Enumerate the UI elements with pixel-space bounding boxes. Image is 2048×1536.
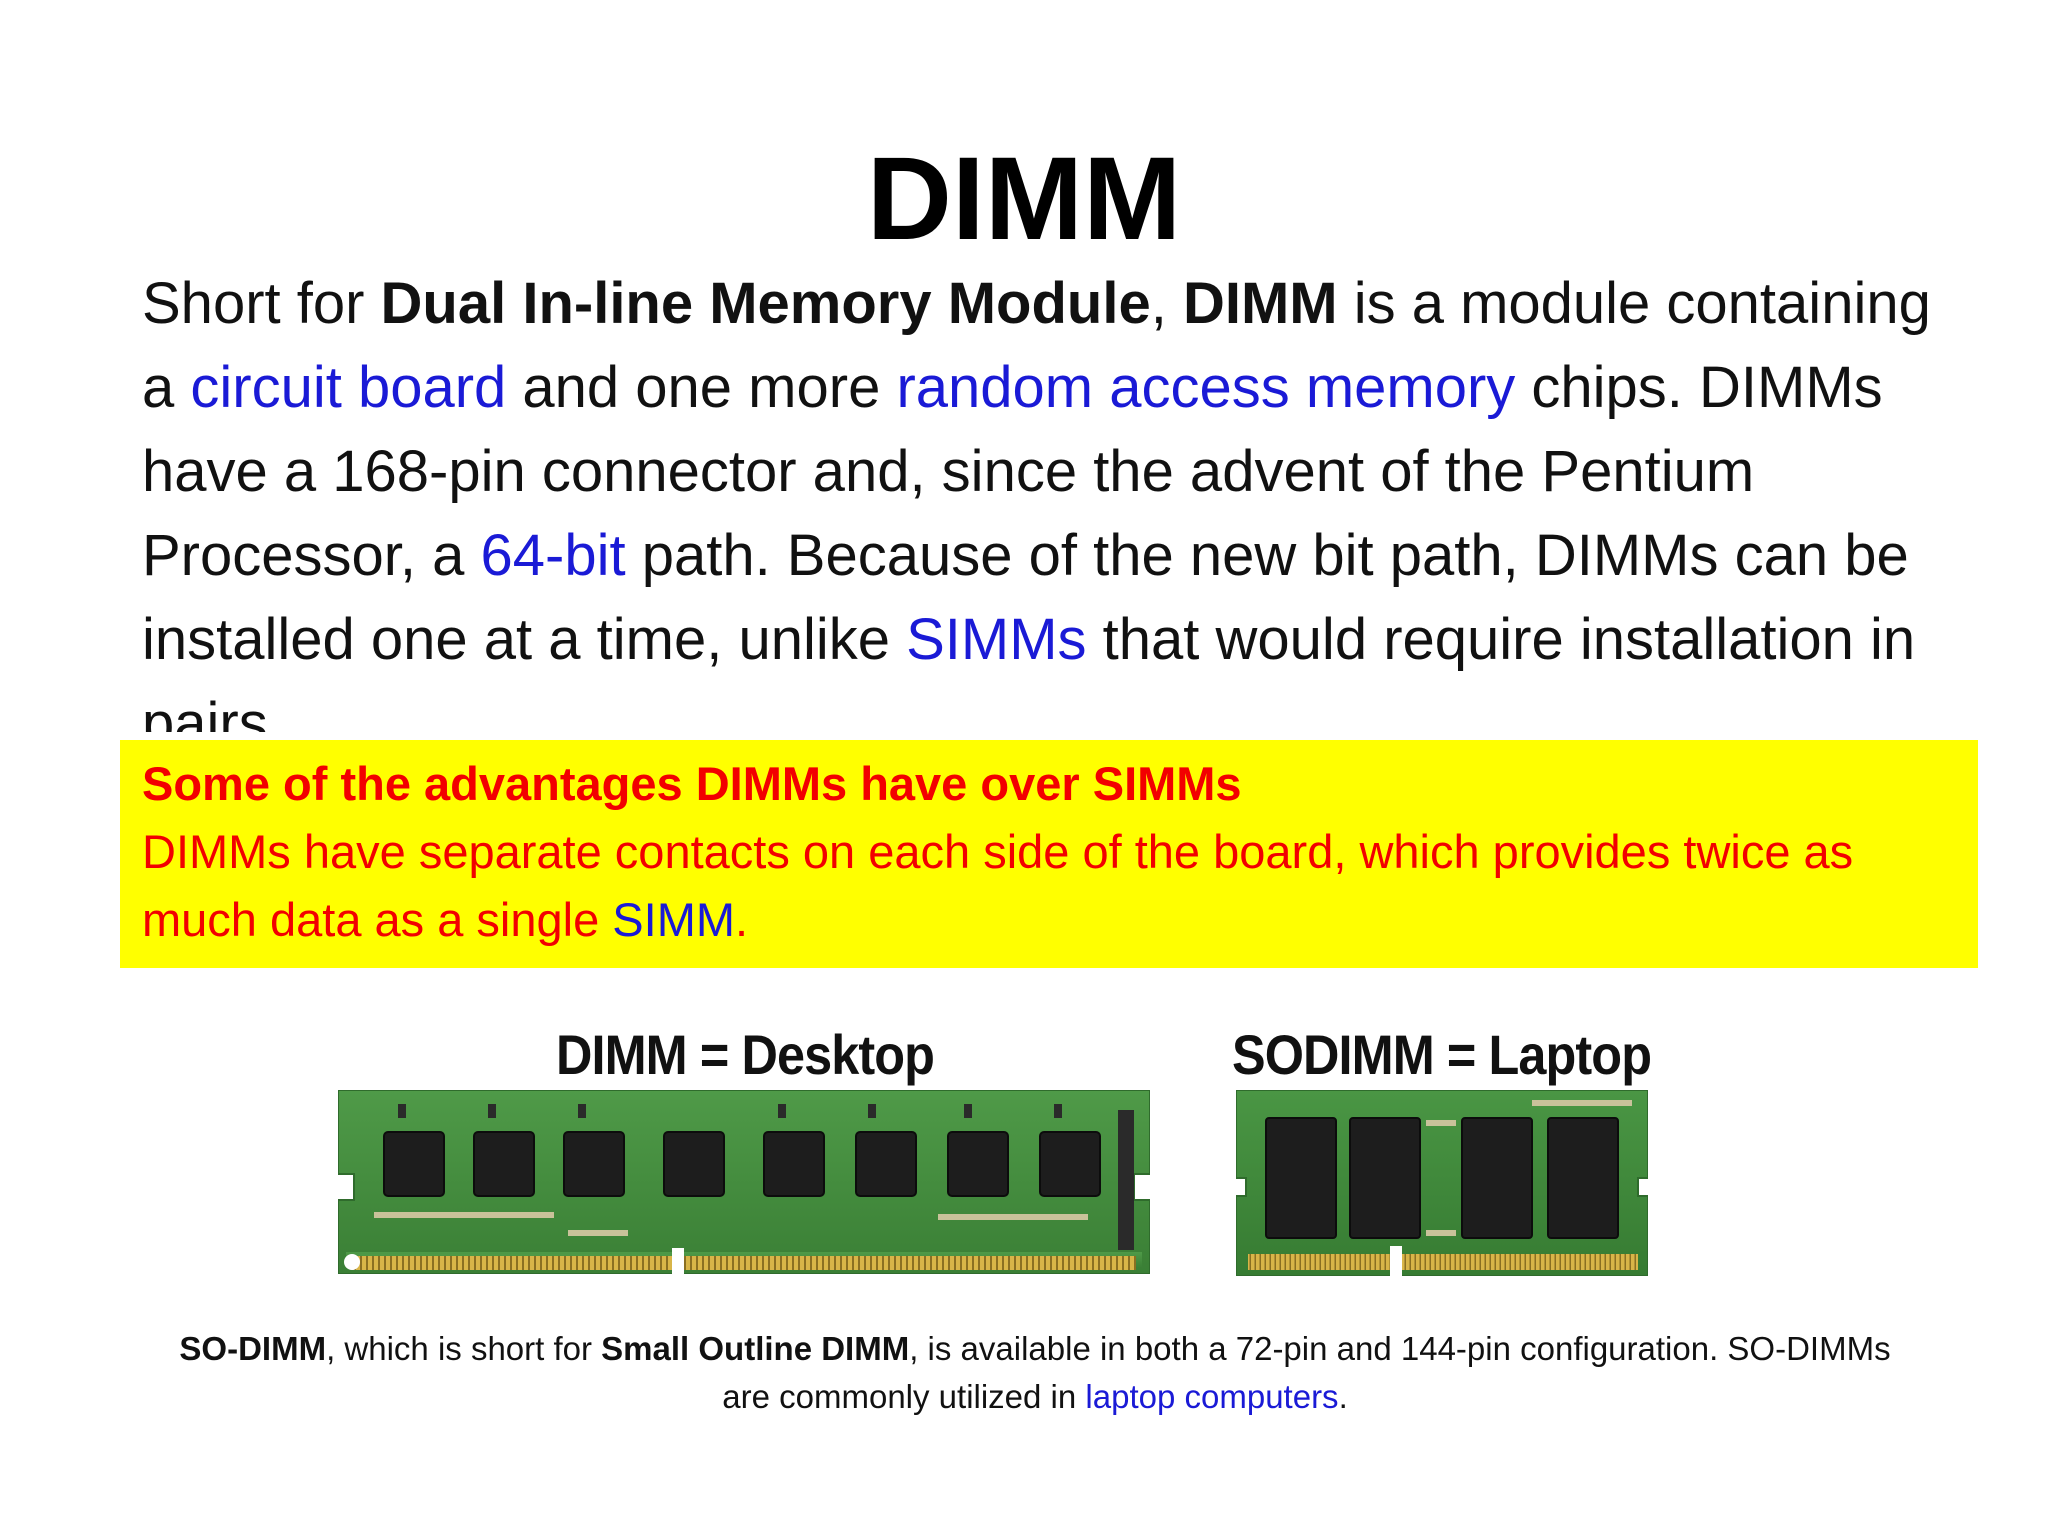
intro-text: path. Because of the new bit path, DIMMs…	[142, 523, 1909, 672]
random-access-memory-link[interactable]: random access memory	[896, 355, 1516, 420]
advantages-heading: Some of the advantages DIMMs have over S…	[142, 757, 1242, 810]
laptop-computers-link[interactable]: laptop computers	[1085, 1378, 1339, 1415]
intro-paragraph: Short for Dual In-line Memory Module, DI…	[142, 262, 1972, 732]
intro-term: Dual In-line Memory Module	[380, 271, 1151, 336]
slide-title: DIMM	[866, 133, 1182, 265]
64-bit-link[interactable]: 64-bit	[480, 523, 626, 588]
caption-term: SO-DIMM	[179, 1330, 327, 1367]
intro-text: Short for	[142, 271, 381, 336]
intro-text: is a module containing a	[142, 271, 1931, 420]
caption-text: , is available in both a 72-pin and 144-…	[722, 1330, 1891, 1415]
advantages-text-end: .	[735, 893, 749, 946]
intro-text: chips. DIMMs have a 168-pin connector an…	[142, 355, 1883, 588]
simm-link[interactable]: SIMM	[612, 893, 735, 946]
desktop-label: DIMM = Desktop	[556, 1023, 935, 1086]
advantages-highlight-box: Some of the advantages DIMMs have over S…	[120, 740, 1978, 968]
intro-text: ,	[1150, 271, 1183, 336]
intro-text: and one more	[506, 355, 897, 420]
sodimm-caption: SO-DIMM, which is short for Small Outlin…	[160, 1325, 1910, 1421]
advantages-text: DIMMs have separate contacts on each sid…	[142, 818, 1956, 954]
caption-text: , which is short for	[326, 1330, 602, 1367]
simms-link[interactable]: SIMMs	[906, 607, 1087, 672]
sodimm-laptop-module-image	[1236, 1090, 1648, 1276]
dimm-desktop-module-image	[338, 1090, 1150, 1274]
intro-text: that would require installation in pairs…	[142, 607, 1916, 732]
advantages-text-body: DIMMs have separate contacts on each sid…	[142, 825, 1854, 946]
laptop-label: SODIMM = Laptop	[1232, 1023, 1652, 1086]
caption-text: .	[1338, 1378, 1348, 1415]
circuit-board-link[interactable]: circuit board	[190, 355, 507, 420]
caption-term: Small Outline DIMM	[601, 1330, 910, 1367]
intro-term: DIMM	[1182, 271, 1338, 336]
